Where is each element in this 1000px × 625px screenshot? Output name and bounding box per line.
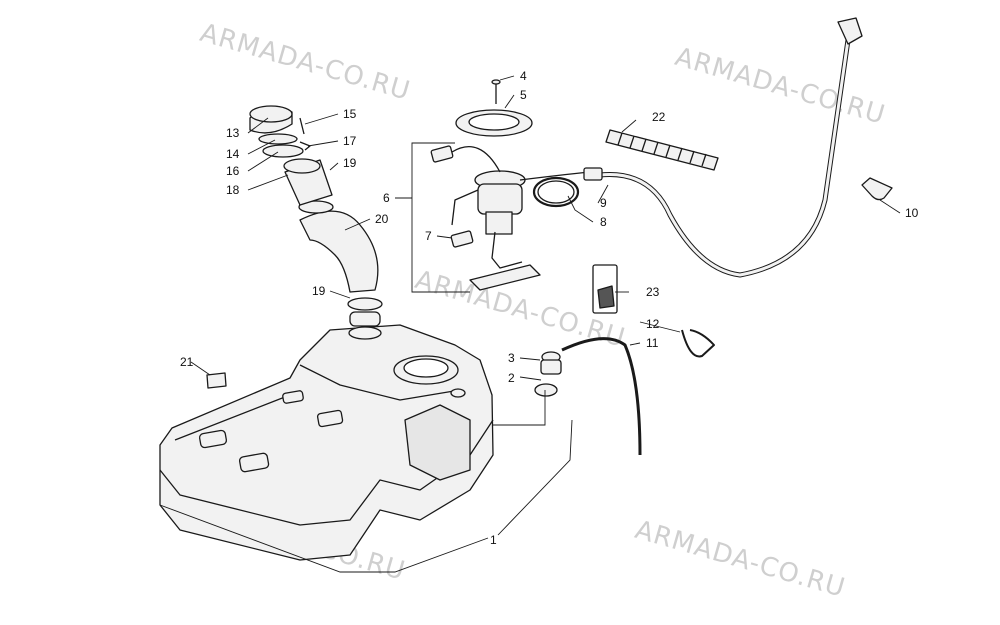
callout-21: 21 (180, 355, 194, 369)
hose-clamp-upper (298, 200, 334, 214)
callout-12: 12 (646, 317, 660, 331)
fuel-line (599, 39, 851, 278)
callout-3: 3 (508, 351, 515, 365)
line-clip (861, 177, 893, 201)
callout-16: 16 (226, 164, 240, 178)
callout-6: 6 (383, 191, 390, 205)
quick-connect-fitting (837, 17, 863, 45)
leader-lines (159, 75, 901, 573)
callout-20: 20 (375, 212, 389, 226)
callout-23: 23 (646, 285, 660, 299)
pump-oring (532, 176, 580, 208)
cap-screw (299, 117, 305, 135)
screw (491, 79, 501, 104)
vent-valve (540, 351, 562, 375)
cap-seal (258, 133, 298, 145)
valve-grommet (534, 383, 558, 397)
filler-hose (299, 210, 379, 293)
callout-1: 1 (490, 533, 497, 547)
callout-22: 22 (652, 110, 666, 124)
callout-19-upper: 19 (343, 156, 357, 170)
sensor (592, 264, 618, 314)
callout-13: 13 (226, 126, 240, 140)
fuel-cap (249, 105, 293, 134)
protective-sleeve (605, 129, 719, 171)
fuel-line-fitting (583, 167, 603, 181)
callout-5: 5 (520, 88, 527, 102)
callout-2: 2 (508, 371, 515, 385)
callout-7: 7 (425, 229, 432, 243)
callout-14: 14 (226, 147, 240, 161)
callout-11: 11 (646, 336, 659, 350)
callout-9: 9 (600, 196, 607, 210)
fuel-pump-module (451, 170, 591, 291)
cap-gasket (262, 144, 304, 158)
callout-17: 17 (343, 134, 357, 148)
connector-plug (450, 230, 474, 248)
callout-18: 18 (226, 183, 240, 197)
callout-8: 8 (600, 215, 607, 229)
neck-clamp-lower (347, 297, 383, 327)
callout-15: 15 (343, 107, 357, 121)
callout-19-lower: 19 (312, 284, 326, 298)
vent-hose (561, 337, 642, 456)
callout-4: 4 (520, 69, 527, 83)
hose-clamp (681, 329, 715, 358)
pump-connector (430, 145, 454, 163)
tank-pad (206, 372, 227, 389)
callout-10: 10 (905, 206, 919, 220)
fuel-tank (159, 324, 494, 561)
